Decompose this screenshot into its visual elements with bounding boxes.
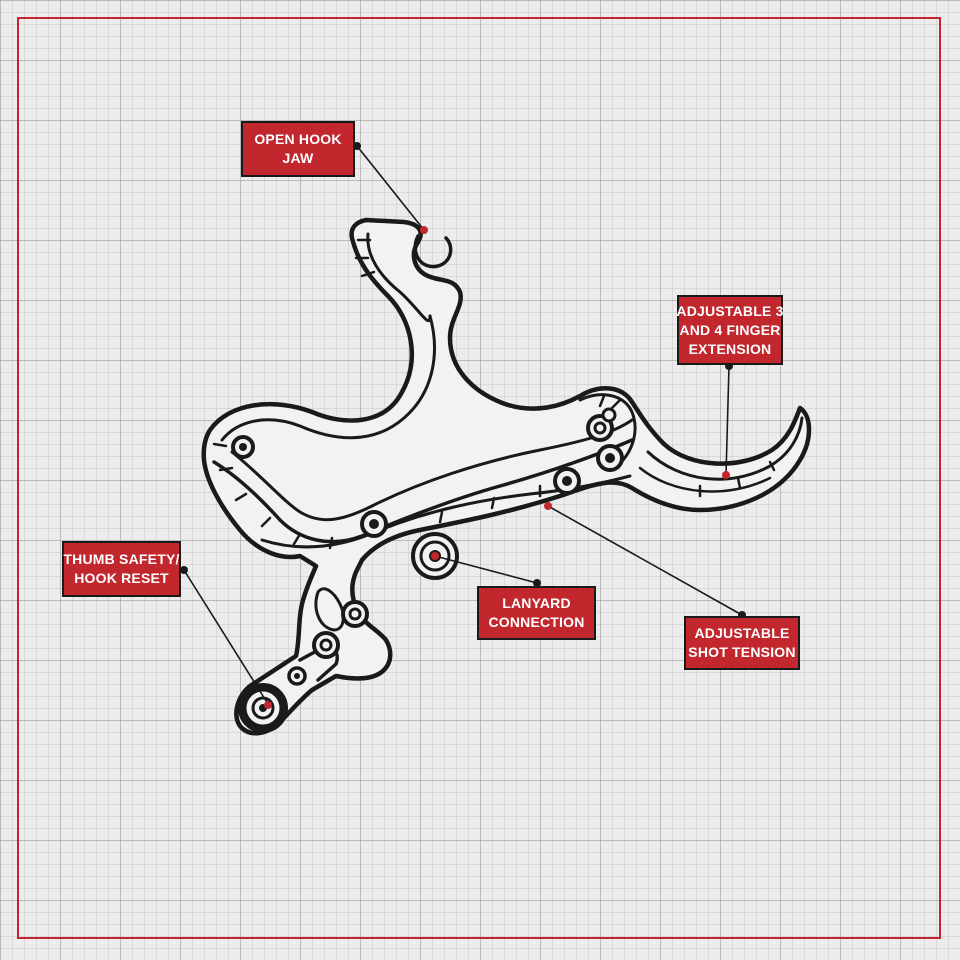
handle-band-inner xyxy=(230,418,634,522)
hook-jaw-inner xyxy=(413,234,453,269)
screw-trigger-1-hole xyxy=(348,607,362,621)
screw-right-center xyxy=(605,453,615,463)
screw-trigger-2-hole xyxy=(319,638,333,652)
leader-open-hook xyxy=(356,145,425,231)
callout-open-hook-jaw: OPEN HOOK JAW xyxy=(241,121,355,177)
finger-extension-inner xyxy=(646,416,804,481)
callout-thumb-safety: THUMB SAFETY/ HOOK RESET xyxy=(62,541,181,597)
thumb-barrel xyxy=(238,683,288,733)
dot-lanyard-label xyxy=(533,579,541,587)
leader-shot-tension xyxy=(547,505,743,616)
callout-lanyard-connection: LANYARD CONNECTION xyxy=(477,586,596,640)
finger-grip-recess xyxy=(220,314,436,442)
screw-top-right xyxy=(601,407,617,423)
dot-open-hook-target xyxy=(420,226,428,234)
callout-finger-extension-line3: EXTENSION xyxy=(688,340,772,357)
dot-finger-extension-target xyxy=(722,471,730,479)
dot-open-hook-label xyxy=(353,142,361,150)
edge-ticks xyxy=(212,238,776,550)
dot-thumb-safety-label xyxy=(180,566,188,574)
leader-thumb-safety xyxy=(183,569,269,705)
right-lobe xyxy=(578,393,637,472)
screw-upper-right-hole xyxy=(593,421,607,435)
callout-lanyard-line1: LANYARD xyxy=(502,595,571,611)
release-body-outline xyxy=(201,217,812,736)
leader-lines xyxy=(183,145,743,705)
callout-shot-tension-line2: SHOT TENSION xyxy=(688,644,796,660)
dot-shot-tension-target xyxy=(544,502,552,510)
callout-open-hook-jaw-line2: JAW xyxy=(282,150,314,166)
screw-left-center xyxy=(239,443,247,451)
screw-middle-center xyxy=(562,476,572,486)
fasteners xyxy=(231,407,624,686)
dot-lanyard-target xyxy=(431,552,439,560)
callout-open-hook-jaw-line1: OPEN HOOK xyxy=(254,131,342,147)
callout-thumb-safety-line1: THUMB SAFETY/ xyxy=(63,551,180,567)
leader-lanyard xyxy=(434,555,538,584)
callout-finger-extension-line1: ADJUSTABLE 3 xyxy=(676,302,784,319)
callout-lanyard-line2: CONNECTION xyxy=(488,614,585,630)
screw-trigger-3-center xyxy=(294,673,300,679)
screw-lower-middle-center xyxy=(369,519,379,529)
callout-shot-tension: ADJUSTABLE SHOT TENSION xyxy=(684,616,800,670)
upper-arm-inner xyxy=(366,232,432,323)
red-border-frame xyxy=(17,17,941,939)
callout-thumb-safety-line2: HOOK RESET xyxy=(74,570,169,586)
callout-finger-extension-line2: AND 4 FINGER xyxy=(679,321,781,338)
leader-finger-extension xyxy=(725,365,730,476)
callout-finger-extension: ADJUSTABLE 3 AND 4 FINGER EXTENSION xyxy=(676,295,784,365)
dot-thumb-safety-target xyxy=(264,701,272,709)
callout-shot-tension-line1: ADJUSTABLE xyxy=(694,625,790,641)
trigger-arm-slot xyxy=(314,587,345,632)
